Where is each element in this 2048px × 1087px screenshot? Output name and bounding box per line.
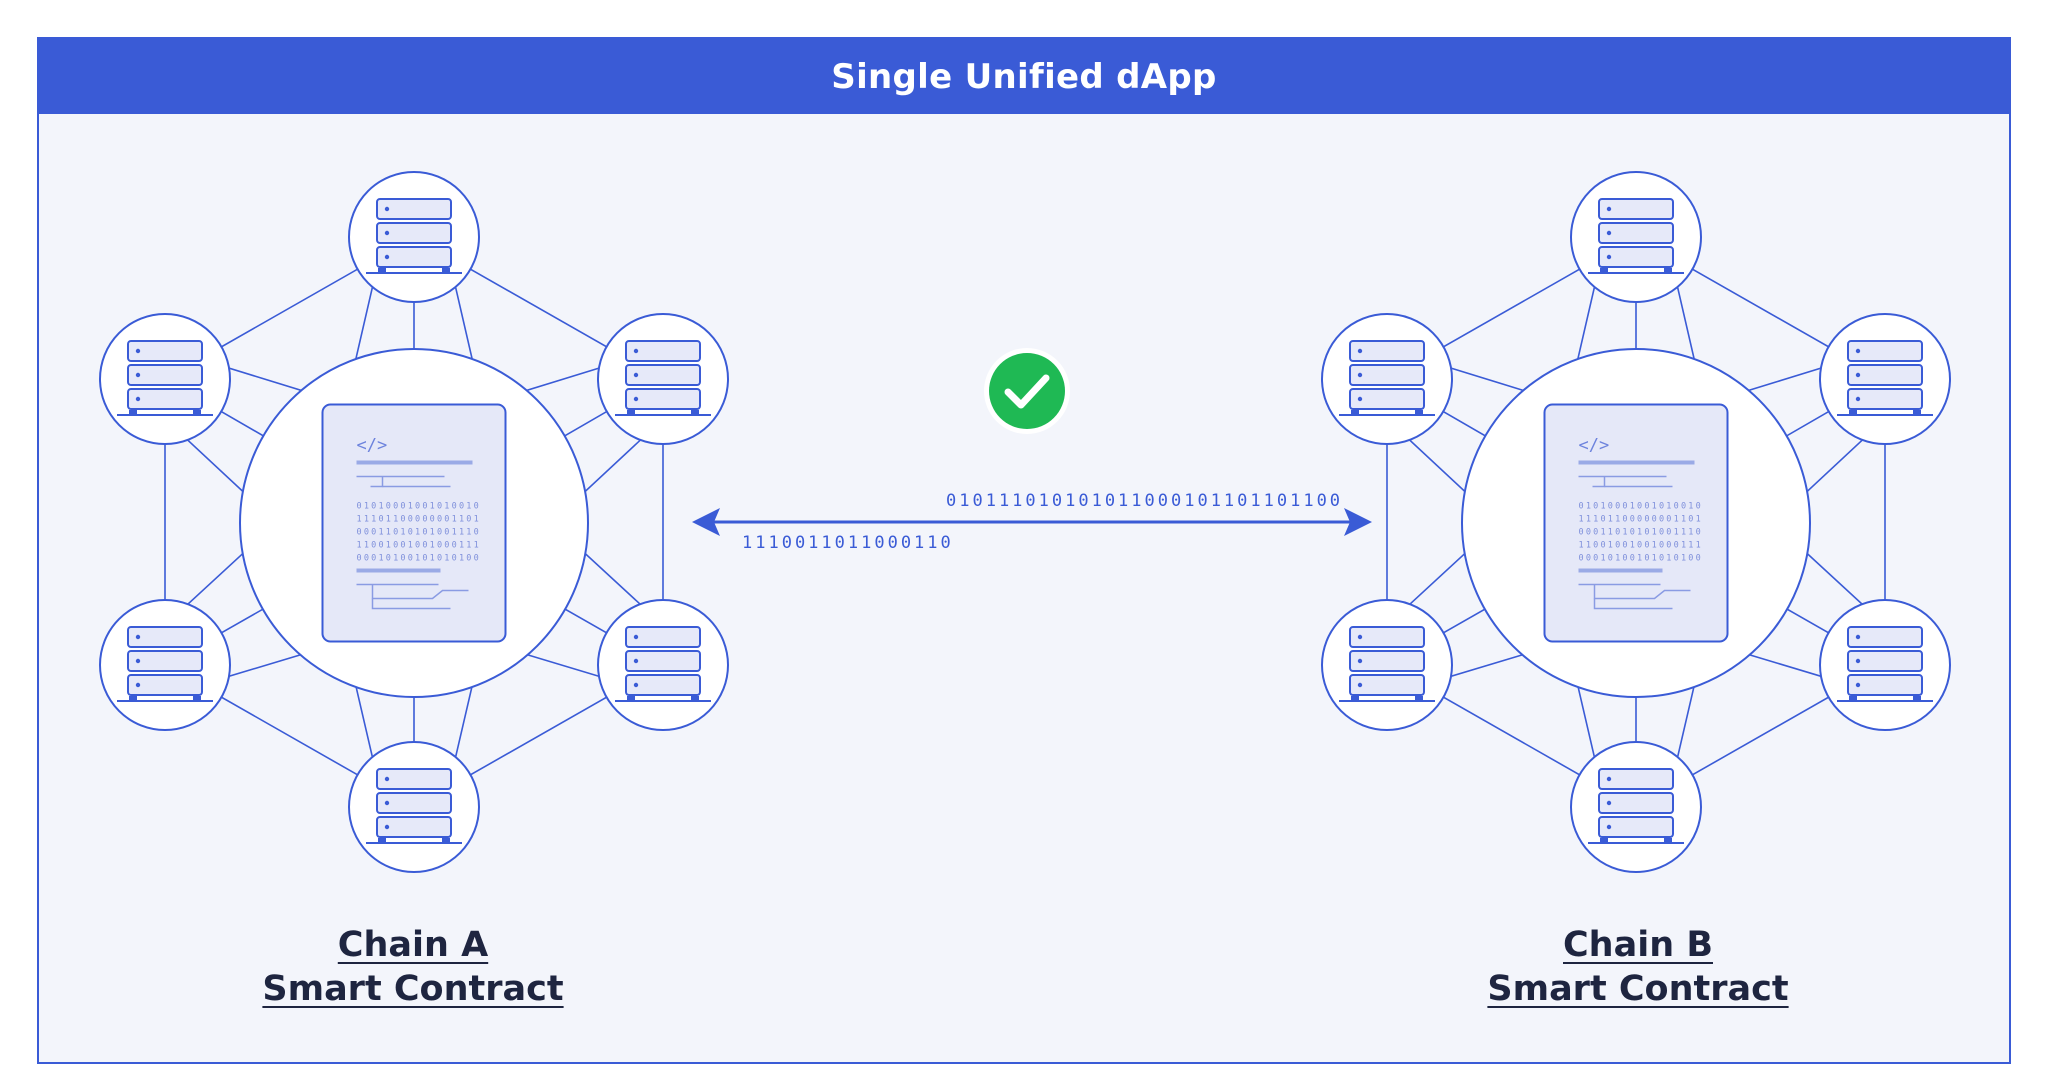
chain-a-node-3	[597, 599, 729, 731]
message-channel: 010111010101011000101101101100 1110011011…	[692, 491, 1372, 553]
server-stack-icon	[1588, 198, 1684, 274]
server-stack-icon	[1837, 626, 1933, 702]
chain-a-label: Chain A Smart Contract	[203, 923, 623, 1011]
arrow-head-right-icon	[1344, 508, 1372, 536]
server-stack-icon	[1837, 340, 1933, 416]
server-stack-icon	[117, 626, 213, 702]
server-stack-icon	[366, 768, 462, 844]
chain-b-node-6	[1321, 313, 1453, 445]
checkmark-icon	[984, 348, 1070, 434]
chain-a-node-4	[348, 741, 480, 873]
server-stack-icon	[1339, 626, 1435, 702]
chain-b-node-2	[1819, 313, 1951, 445]
binary-line: 01010001001010010	[1579, 502, 1703, 512]
chain-b-network: </> 01010001001010010 11101100000001101 000…	[1321, 171, 1951, 873]
chain-a-name: Chain A	[337, 925, 489, 965]
binary-line: 11001001001000111	[357, 541, 481, 551]
chain-b-subtitle: Smart Contract	[1487, 969, 1789, 1009]
chain-a-node-2	[597, 313, 729, 445]
code-tag-icon: </>	[1579, 436, 1610, 456]
server-stack-icon	[366, 198, 462, 274]
server-stack-icon	[615, 340, 711, 416]
binary-line: 11001001001000111	[1579, 541, 1703, 551]
server-stack-icon	[615, 626, 711, 702]
chain-b-node-1	[1570, 171, 1702, 303]
binary-line: 00010100101010100	[357, 554, 481, 564]
bits-top: 010111010101011000101101101100	[946, 491, 1343, 511]
binary-line: 00011010101001110	[357, 528, 481, 538]
binary-line: 00010100101010100	[1579, 554, 1703, 564]
chain-a-node-5	[99, 599, 231, 731]
bits-bottom: 1110011011000110	[742, 533, 954, 553]
binary-line: 00011010101001110	[1579, 528, 1703, 538]
chain-a-network: </> 01010001001010010 11101100000001101 000…	[99, 171, 729, 873]
binary-line: 11101100000001101	[1579, 515, 1703, 525]
arrow-head-left-icon	[692, 508, 720, 536]
chain-b-node-5	[1321, 599, 1453, 731]
chain-b-node-3	[1819, 599, 1951, 731]
server-stack-icon	[1588, 768, 1684, 844]
chain-a-node-6	[99, 313, 231, 445]
code-tag-icon: </>	[357, 436, 388, 456]
header-title: Single Unified dApp	[39, 39, 2009, 114]
binary-line: 11101100000001101	[357, 515, 481, 525]
chain-b-node-4	[1570, 741, 1702, 873]
server-stack-icon	[117, 340, 213, 416]
chain-a-node-1	[348, 171, 480, 303]
chain-b-label: Chain B Smart Contract	[1428, 923, 1848, 1011]
chain-a-subtitle: Smart Contract	[262, 969, 564, 1009]
server-stack-icon	[1339, 340, 1435, 416]
chain-b-name: Chain B	[1563, 925, 1713, 965]
binary-line: 01010001001010010	[357, 502, 481, 512]
